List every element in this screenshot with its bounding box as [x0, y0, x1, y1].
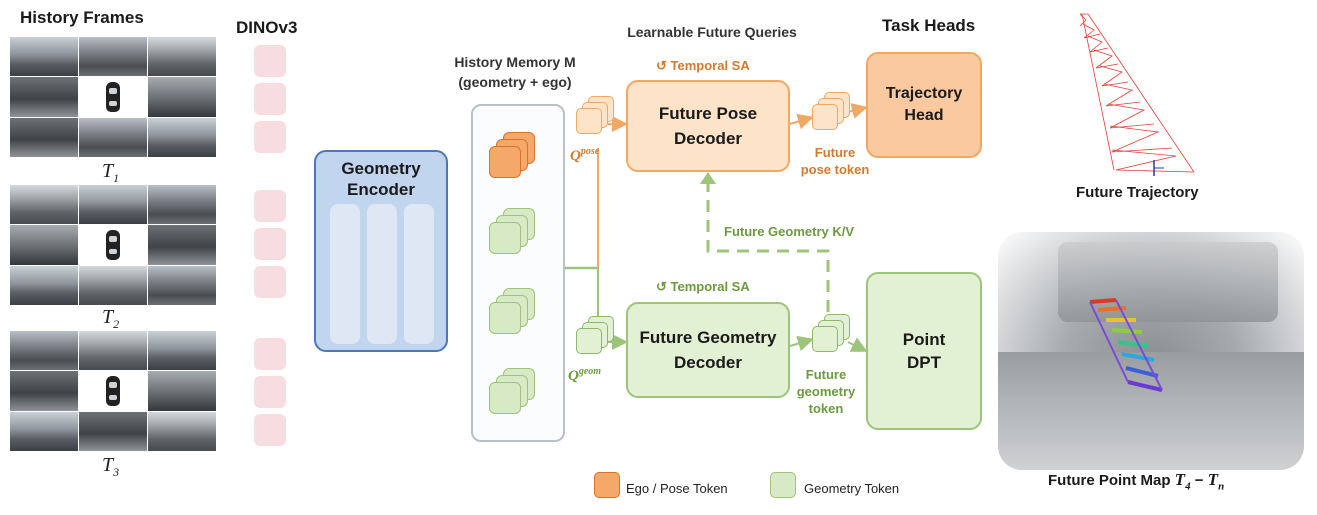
ego-car-tile [79, 225, 147, 265]
camera-view [148, 371, 216, 411]
encoder-block [404, 204, 434, 344]
camera-view [10, 225, 78, 265]
camera-view [79, 411, 147, 451]
future-queries-title: Learnable Future Queries [627, 24, 797, 40]
memory-geometry-token-stack [489, 368, 535, 414]
dino-token [254, 414, 286, 446]
memory-geometry-token-stack [489, 288, 535, 334]
legend-geometry-label: Geometry Token [804, 481, 900, 496]
camera-view [10, 331, 78, 371]
camera-view [148, 117, 216, 157]
camera-view [148, 331, 216, 371]
geom-query-label: Qgeom [568, 366, 602, 384]
camera-view [10, 37, 78, 77]
camera-view [79, 265, 147, 305]
memory-ego-token-stack [489, 132, 535, 178]
pose-decoder-out-arrow [789, 113, 814, 130]
car-icon [106, 375, 120, 406]
camera-view [10, 77, 78, 117]
encoder-block [330, 204, 360, 344]
dino-token [254, 338, 286, 370]
camera-view [10, 117, 78, 157]
geom-token-to-head-arrow [847, 337, 868, 352]
building-facade [1058, 242, 1278, 322]
dinov3-title: DINOv3 [236, 18, 298, 37]
history-frame-2 [10, 185, 216, 305]
future-trajectory-plot [1080, 13, 1195, 176]
dino-token [254, 190, 286, 222]
geom-temporal-sa-label: ↺ Temporal SA [656, 279, 750, 294]
dino-token [254, 376, 286, 408]
future-geometry-token-stack [812, 314, 852, 354]
pose-temporal-sa-label: ↺ Temporal SA [656, 58, 750, 73]
camera-view [79, 117, 147, 157]
predicted-path-overlay [1089, 298, 1163, 392]
geom-decoder-out-arrow [789, 335, 814, 352]
frame-label-t3: T3 [102, 454, 120, 479]
encoder-block [367, 204, 397, 344]
ego-car-tile [79, 77, 147, 117]
memory-geometry-token-stack [489, 208, 535, 254]
frame-label-t2: T2 [102, 306, 120, 331]
camera-view [10, 371, 78, 411]
future-trajectory-label: Future Trajectory [1076, 184, 1199, 201]
camera-view [148, 185, 216, 225]
legend-ego-label: Ego / Pose Token [626, 481, 728, 496]
legend-ego-swatch [594, 472, 620, 498]
camera-view [79, 37, 147, 77]
frame-label-t1: T1 [102, 160, 120, 185]
kv-arrowhead [700, 172, 716, 184]
dino-token [254, 45, 286, 77]
camera-view [148, 265, 216, 305]
ego-car-tile [79, 371, 147, 411]
pose-query-label: Qpose [570, 146, 600, 164]
camera-view [79, 331, 147, 371]
future-point-map-label: Future Point Map T4 − Tn [1048, 470, 1225, 493]
legend-geometry-swatch [770, 472, 796, 498]
car-icon [106, 81, 120, 112]
pose-query-stack [576, 96, 616, 136]
task-heads-title: Task Heads [882, 16, 976, 35]
camera-view [79, 185, 147, 225]
camera-view [10, 411, 78, 451]
dino-token [254, 266, 286, 298]
history-frames-title: History Frames [20, 8, 144, 27]
future-point-map-image [998, 232, 1304, 470]
road-surface [998, 352, 1304, 470]
camera-view [10, 185, 78, 225]
history-frame-1 [10, 37, 216, 157]
geom-query-stack [576, 316, 616, 356]
dino-token [254, 121, 286, 153]
pose-token-to-head-arrow [847, 103, 868, 119]
dino-token [254, 228, 286, 260]
camera-view [148, 225, 216, 265]
history-frame-3 [10, 331, 216, 451]
history-memory-title: History Memory M(geometry + ego) [454, 54, 576, 90]
car-icon [106, 229, 120, 260]
camera-view [148, 77, 216, 117]
dino-token [254, 83, 286, 115]
kv-dashed-path [706, 178, 830, 312]
camera-view [148, 37, 216, 77]
camera-view [148, 411, 216, 451]
future-pose-token-stack [812, 92, 852, 132]
future-geometry-kv-label: Future Geometry K/V [724, 224, 855, 239]
camera-view [10, 265, 78, 305]
